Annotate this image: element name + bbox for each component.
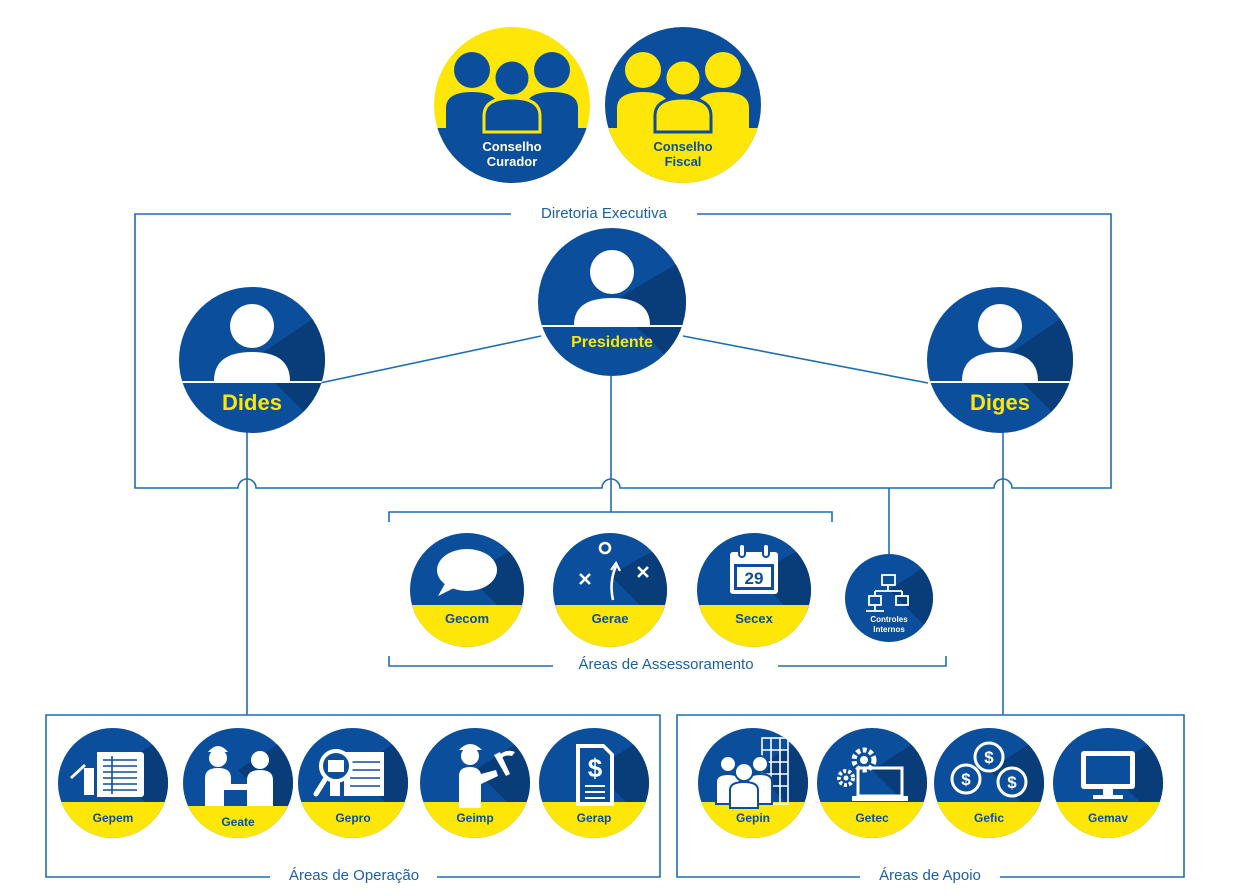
geate-node bbox=[183, 728, 293, 838]
areas-operacao-label: Áreas de Operação bbox=[282, 867, 426, 885]
controles-internos-node bbox=[845, 554, 933, 642]
getec-node bbox=[817, 728, 927, 838]
gemav-label: Gemav bbox=[1087, 811, 1129, 825]
dides-node bbox=[179, 287, 325, 433]
gepro-node bbox=[298, 728, 408, 838]
svg-text:$: $ bbox=[1007, 773, 1017, 792]
blueprint-icon bbox=[70, 752, 144, 797]
gepem-node bbox=[58, 728, 168, 838]
laptop-gears-icon bbox=[837, 747, 908, 801]
gepem-label: Gepem bbox=[92, 811, 134, 825]
monitor-icon bbox=[1081, 751, 1135, 799]
presidente-label: Presidente bbox=[571, 334, 653, 351]
conselho-curador-label: Conselho Curador bbox=[462, 139, 562, 169]
geate-label: Geate bbox=[221, 815, 255, 829]
invoice-icon: $ bbox=[576, 744, 614, 806]
calendar-day: 29 bbox=[745, 569, 764, 588]
gepro-label: Gepro bbox=[335, 811, 371, 825]
controles-internos-line1: Controles bbox=[870, 615, 908, 624]
gemav-node bbox=[1053, 728, 1163, 838]
svg-text:$: $ bbox=[984, 748, 994, 767]
gecom-node bbox=[410, 533, 524, 647]
coins-icon: $ $ $ bbox=[950, 741, 1028, 798]
svg-text:$: $ bbox=[588, 753, 603, 783]
presidente-node bbox=[538, 228, 686, 376]
secex-node: 29 bbox=[697, 533, 811, 647]
secex-label: Secex bbox=[735, 611, 773, 626]
conselho-curador-line2: Curador bbox=[486, 154, 538, 169]
conselho-fiscal-node bbox=[605, 27, 761, 183]
diretoria-executiva-label: Diretoria Executiva bbox=[535, 205, 673, 223]
gerap-node: $ bbox=[539, 728, 649, 838]
conselho-curador-line1: Conselho bbox=[482, 139, 542, 154]
magnifier-document-icon bbox=[313, 749, 384, 797]
svg-text:$: $ bbox=[961, 770, 971, 789]
group-people-icon bbox=[617, 52, 749, 134]
conselho-fiscal-label: Conselho Fiscal bbox=[633, 139, 733, 169]
worker-icon bbox=[459, 744, 515, 808]
handshake-icon bbox=[205, 746, 273, 806]
org-chart-icon bbox=[866, 574, 909, 612]
calendar-icon: 29 bbox=[730, 543, 778, 594]
gefic-label: Gefic bbox=[973, 811, 1004, 825]
geimp-label: Geimp bbox=[456, 811, 494, 825]
getec-label: Getec bbox=[855, 811, 889, 825]
gepin-label: Gepin bbox=[735, 811, 770, 825]
areas-apoio-label: Áreas de Apoio bbox=[873, 867, 987, 885]
controles-internos-line2: Internos bbox=[873, 625, 905, 634]
gepin-node bbox=[698, 728, 808, 838]
areas-assessoramento-label: Áreas de Assessoramento bbox=[572, 656, 760, 674]
gecom-label: Gecom bbox=[444, 611, 490, 626]
group-people-icon bbox=[446, 52, 578, 134]
conselho-fiscal-line2: Fiscal bbox=[664, 154, 702, 169]
conselho-fiscal-line1: Conselho bbox=[653, 139, 713, 154]
person-icon bbox=[214, 304, 290, 381]
dides-label: Dides bbox=[222, 390, 282, 415]
person-icon bbox=[962, 304, 1038, 381]
gerae-node bbox=[553, 533, 667, 647]
diges-label: Diges bbox=[970, 390, 1030, 415]
person-icon bbox=[574, 250, 650, 325]
geimp-node bbox=[420, 728, 530, 838]
strategy-play-icon bbox=[579, 541, 649, 601]
controles-internos-label: Controles Internos bbox=[849, 615, 929, 635]
speech-bubble-icon bbox=[437, 549, 497, 596]
connector-lines bbox=[45, 213, 1185, 878]
gerae-label: Gerae bbox=[591, 611, 629, 626]
diges-node bbox=[927, 287, 1073, 433]
gerap-label: Gerap bbox=[576, 811, 612, 825]
gefic-node: $ $ $ bbox=[934, 728, 1044, 838]
team-building-icon bbox=[715, 737, 789, 809]
